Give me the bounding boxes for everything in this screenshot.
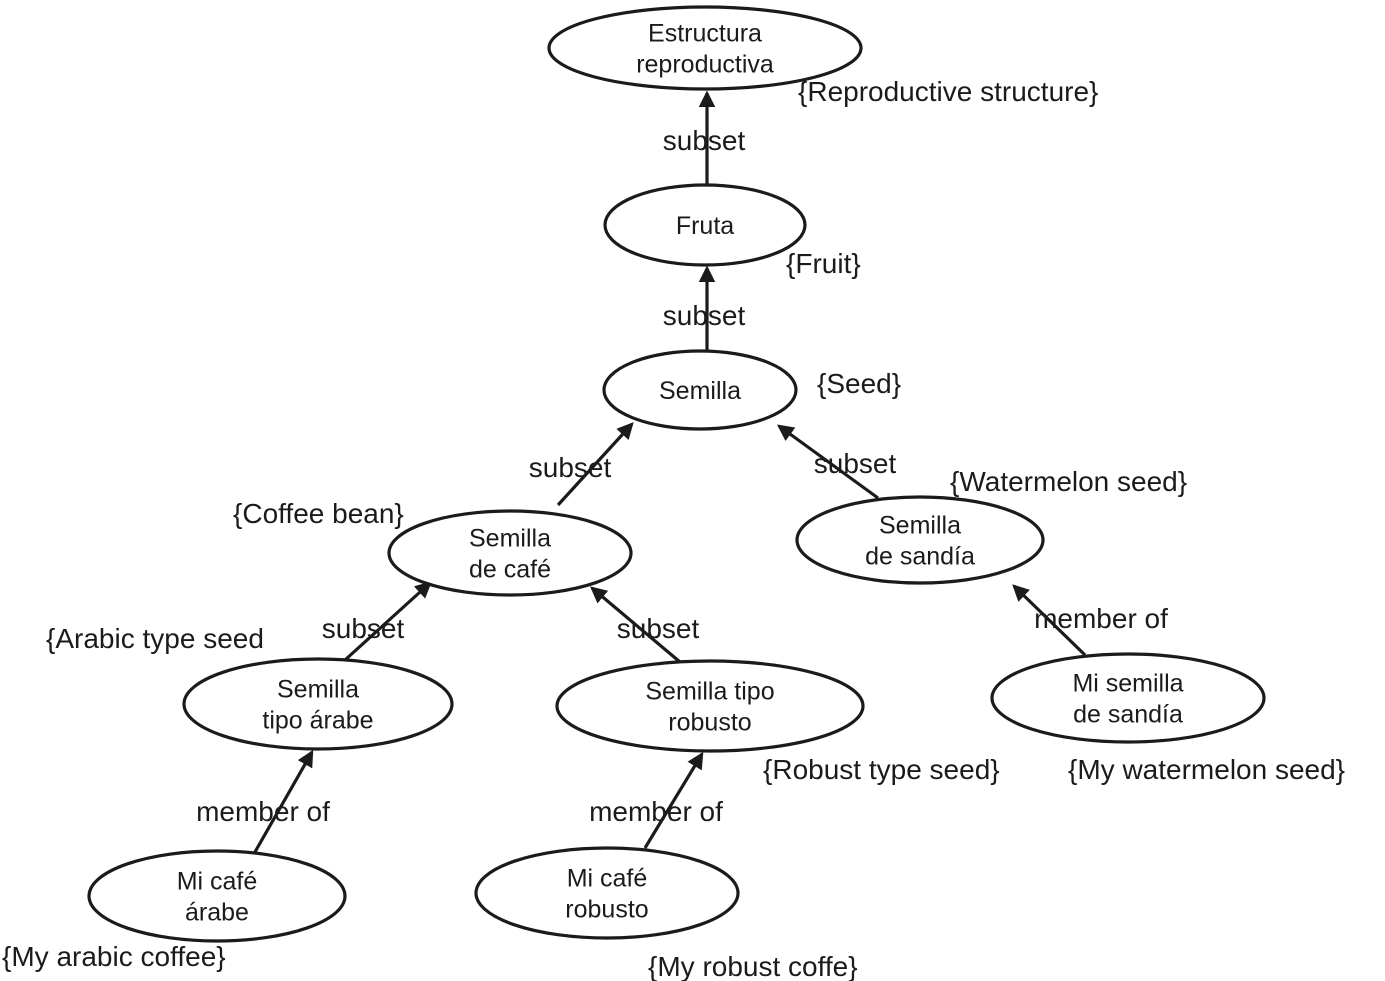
node-label-fruta: Fruta bbox=[676, 212, 734, 240]
edge-semilla-de-sandia-to-semilla bbox=[776, 424, 879, 500]
edge-label-subset: subset bbox=[663, 125, 746, 156]
edge-label-subset: subset bbox=[814, 448, 897, 479]
edge-semilla-tipo-arabe-to-semilla-de-cafe bbox=[343, 581, 432, 662]
node-ellipse-semilla-tipo-arabe bbox=[182, 657, 454, 751]
node-ellipse-semilla-tipo-robusto bbox=[555, 659, 865, 753]
node-ellipse-mi-cafe-robusto bbox=[474, 846, 740, 940]
node-label-semilla: Semilla bbox=[659, 377, 741, 405]
annotation-watermelon-seed: {Watermelon seed} bbox=[950, 466, 1187, 497]
edge-label-member-of: member of bbox=[1034, 603, 1168, 634]
edge-semilla-de-cafe-to-semilla bbox=[556, 422, 634, 507]
edge-mi-cafe-arabe-to-semilla-tipo-arabe bbox=[253, 749, 314, 853]
annotation-seed: {Seed} bbox=[817, 368, 901, 399]
node-ellipse-mi-cafe-arabe bbox=[87, 849, 347, 943]
edge-label-member-of: member of bbox=[589, 796, 723, 827]
annotation-coffee-bean: {Coffee bean} bbox=[233, 498, 404, 529]
edge-mi-semilla-de-sandia-to-semilla-de-sandia bbox=[1012, 584, 1087, 657]
node-ellipse-semilla bbox=[602, 349, 798, 431]
node-ellipse-semilla-de-sandia bbox=[795, 495, 1045, 585]
node-ellipse-semilla-de-cafe bbox=[387, 509, 633, 597]
edge-label-subset: subset bbox=[322, 613, 405, 644]
node-ellipse-estructura-reproductiva bbox=[547, 5, 863, 91]
edge-mi-cafe-robusto-to-semilla-tipo-robusto bbox=[643, 751, 704, 849]
edge-semilla-tipo-robusto-to-semilla-de-cafe bbox=[590, 586, 682, 664]
edge-label-subset: subset bbox=[617, 613, 700, 644]
annotation-arabic-type-seed: {Arabic type seed bbox=[46, 623, 264, 654]
node-semilla: Semilla bbox=[602, 349, 798, 431]
node-ellipse-fruta bbox=[603, 183, 807, 267]
annotation-fruit: {Fruit} bbox=[786, 248, 861, 279]
annotation-my-arabic-coffee: {My arabic coffee} bbox=[2, 941, 226, 972]
edge-label-member-of: member of bbox=[196, 796, 330, 827]
annotation-my-watermelon-seed: {My watermelon seed} bbox=[1068, 754, 1345, 785]
edge-label-subset: subset bbox=[529, 452, 612, 483]
node-fruta: Fruta bbox=[603, 183, 807, 267]
annotation-reproductive-structure: {Reproductive structure} bbox=[798, 76, 1098, 107]
node-ellipse-mi-semilla-de-sandia bbox=[990, 652, 1266, 744]
annotation-robust-type-seed: {Robust type seed} bbox=[763, 754, 1000, 785]
edge-label-subset: subset bbox=[663, 300, 746, 331]
annotation-my-robust-coffe: {My robust coffe} bbox=[648, 951, 858, 981]
